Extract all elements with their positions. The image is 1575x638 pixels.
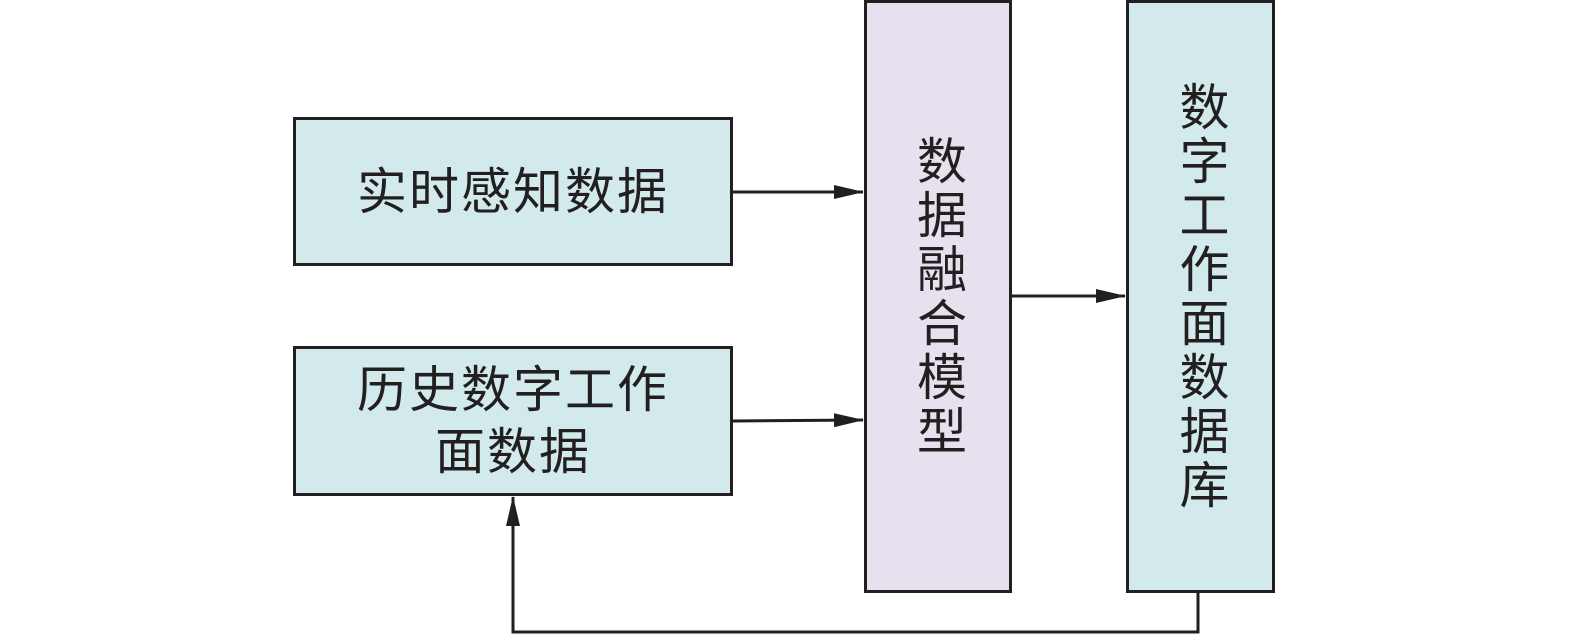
- node-fusion-model: 数据融合模型: [864, 0, 1012, 593]
- edge-history-to-fusion: [732, 413, 864, 428]
- node-realtime-data: 实时感知数据: [293, 117, 733, 266]
- node-label: 实时感知数据: [357, 162, 669, 221]
- node-label: 历史数字工作面数据: [357, 361, 669, 481]
- edge-database-to-history: [506, 496, 1200, 634]
- node-label: 数字工作面数据库: [1171, 80, 1230, 513]
- node-database: 数字工作面数据库: [1126, 0, 1275, 593]
- node-label: 数据融合模型: [909, 134, 967, 459]
- node-history-data: 历史数字工作面数据: [293, 346, 733, 496]
